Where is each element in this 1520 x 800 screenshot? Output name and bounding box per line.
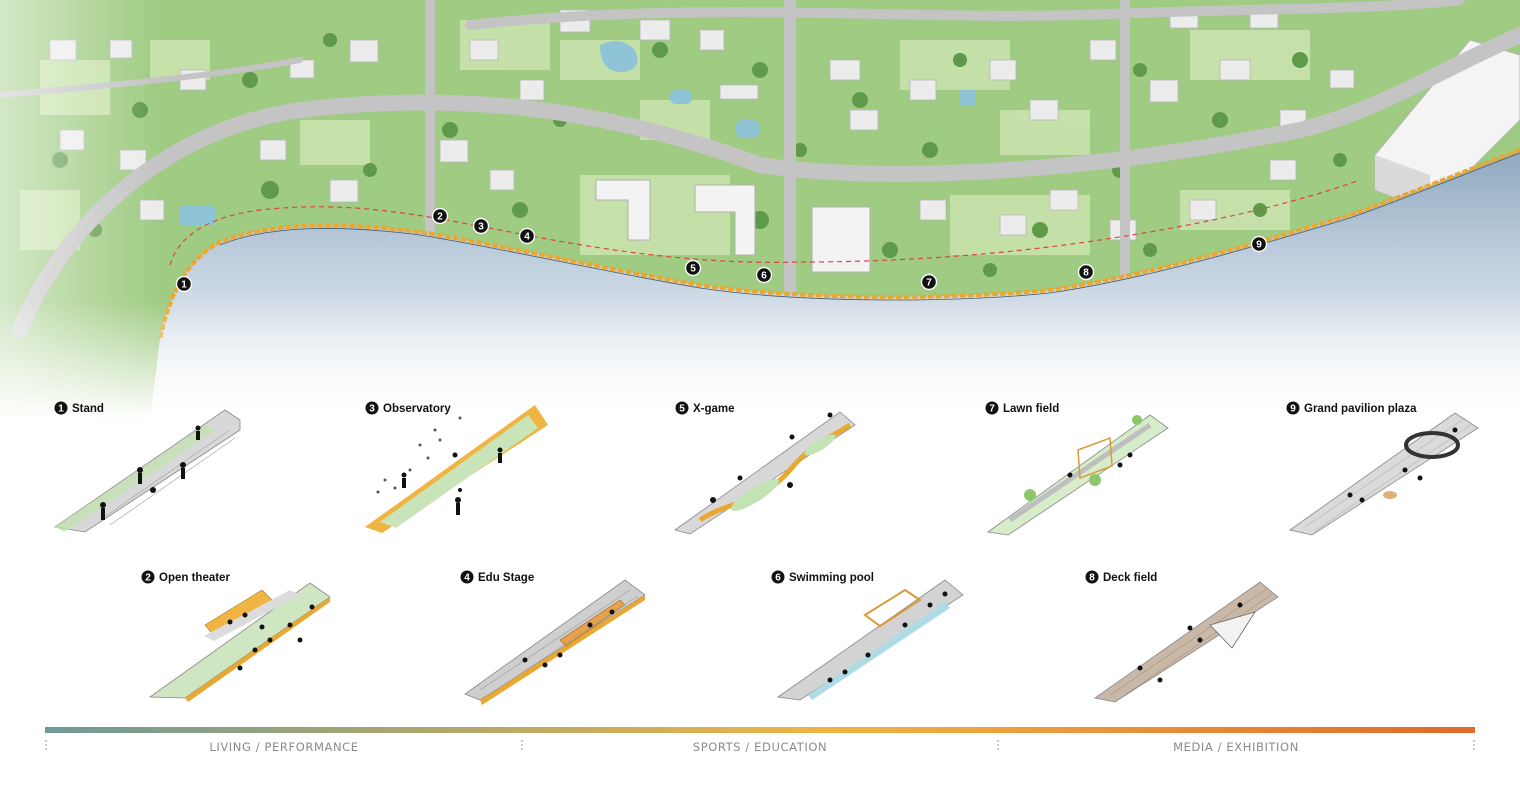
program-label-8: 8 Deck field (1085, 570, 1157, 584)
program-label-3: 3 Observatory (365, 401, 451, 415)
map-marker-3: 3 (472, 217, 490, 235)
program-name: Open theater (159, 572, 230, 584)
promenade-outline (219, 152, 1520, 301)
roads (0, 0, 1520, 338)
map-marker-7: 7 (920, 273, 938, 291)
program-number: 6 (775, 573, 781, 584)
program-number-badge (141, 570, 155, 584)
category-dividers (45, 740, 1475, 752)
program-number: 7 (989, 404, 995, 415)
program-label-9: 9 Grand pavilion plaza (1286, 401, 1417, 415)
program-number: 3 (369, 404, 375, 415)
marker-circle (1250, 235, 1268, 253)
program-number: 1 (58, 404, 64, 415)
deck-field-vignette (1094, 581, 1279, 703)
marker-number: 8 (1083, 268, 1089, 279)
program-labels: 1 Stand 2 Open theater 3 Observatory 4 Edu Stag… (54, 401, 1417, 584)
program-number: 9 (1290, 404, 1296, 415)
program-name: Observatory (383, 403, 451, 415)
map-marker-2: 2 (431, 207, 449, 225)
map-marker-6: 6 (755, 266, 773, 284)
fade-left (0, 0, 160, 420)
site-boundary (169, 179, 1361, 266)
marker-number: 1 (181, 280, 187, 291)
marker-circle (1077, 263, 1095, 281)
x-game-vignette (674, 411, 856, 535)
program-label-1: 1 Stand (54, 401, 104, 415)
marker-circle (920, 273, 938, 291)
open-theater-vignette (148, 582, 331, 702)
marker-number: 5 (690, 264, 696, 275)
map-marker-5: 5 (684, 259, 702, 277)
marker-number: 6 (761, 271, 767, 282)
program-number-badge (1286, 401, 1300, 415)
marker-number: 9 (1256, 240, 1262, 251)
marker-number: 3 (478, 222, 484, 233)
program-name: Edu Stage (478, 572, 534, 584)
observatory-vignette (365, 405, 548, 533)
program-name: Deck field (1103, 572, 1157, 584)
program-number: 8 (1089, 573, 1095, 584)
program-number-badge (54, 401, 68, 415)
stand-vignette (53, 409, 241, 533)
marker-circle (755, 266, 773, 284)
marker-number: 2 (437, 212, 443, 223)
marker-circle (684, 259, 702, 277)
promenade-edge (158, 148, 1520, 341)
map-markers: 1 2 3 4 5 6 7 8 9 (175, 207, 1268, 293)
program-number-badge (985, 401, 999, 415)
program-number-badge (460, 570, 474, 584)
program-name: X-game (693, 403, 735, 415)
marker-circle (472, 217, 490, 235)
program-label-4: 4 Edu Stage (460, 570, 534, 584)
marker-circle (175, 275, 193, 293)
program-number: 4 (464, 573, 470, 584)
marker-circle (518, 227, 536, 245)
program-name: Lawn field (1003, 403, 1059, 415)
category-label: SPORTS / EDUCATION (693, 740, 827, 754)
category-label: MEDIA / EXHIBITION (1173, 740, 1299, 754)
program-label-2: 2 Open theater (141, 570, 230, 584)
marker-circle (431, 207, 449, 225)
program-name: Grand pavilion plaza (1304, 403, 1417, 415)
marker-number: 7 (926, 278, 932, 289)
category-labels: LIVING / PERFORMANCE SPORTS / EDUCATION ME… (209, 740, 1299, 754)
fade-bottom (0, 300, 1520, 420)
program-label-6: 6 Swimming pool (771, 570, 874, 584)
program-name: Stand (72, 403, 104, 415)
map-marker-1: 1 (175, 275, 193, 293)
program-number: 5 (679, 404, 685, 415)
category-gradient-bar (45, 727, 1475, 733)
program-label-7: 7 Lawn field (985, 401, 1059, 415)
edu-stage-vignette (464, 579, 646, 705)
swimming-pool-vignette (776, 579, 964, 701)
lawn-field-vignette (986, 414, 1169, 536)
grand-pavilion-plaza-vignette (1289, 412, 1479, 536)
program-number-badge (771, 570, 785, 584)
marker-number: 4 (524, 232, 530, 243)
program-number-badge (675, 401, 689, 415)
map-marker-9: 9 (1250, 235, 1268, 253)
ponds (180, 41, 976, 225)
map-marker-4: 4 (518, 227, 536, 245)
riverfront-buildings (595, 179, 871, 273)
program-number-badge (1085, 570, 1099, 584)
category-label: LIVING / PERFORMANCE (209, 740, 358, 754)
program-name: Swimming pool (789, 572, 874, 584)
program-label-5: 5 X-game (675, 401, 735, 415)
program-number: 2 (145, 573, 151, 584)
program-number-badge (365, 401, 379, 415)
map-marker-8: 8 (1077, 263, 1095, 281)
